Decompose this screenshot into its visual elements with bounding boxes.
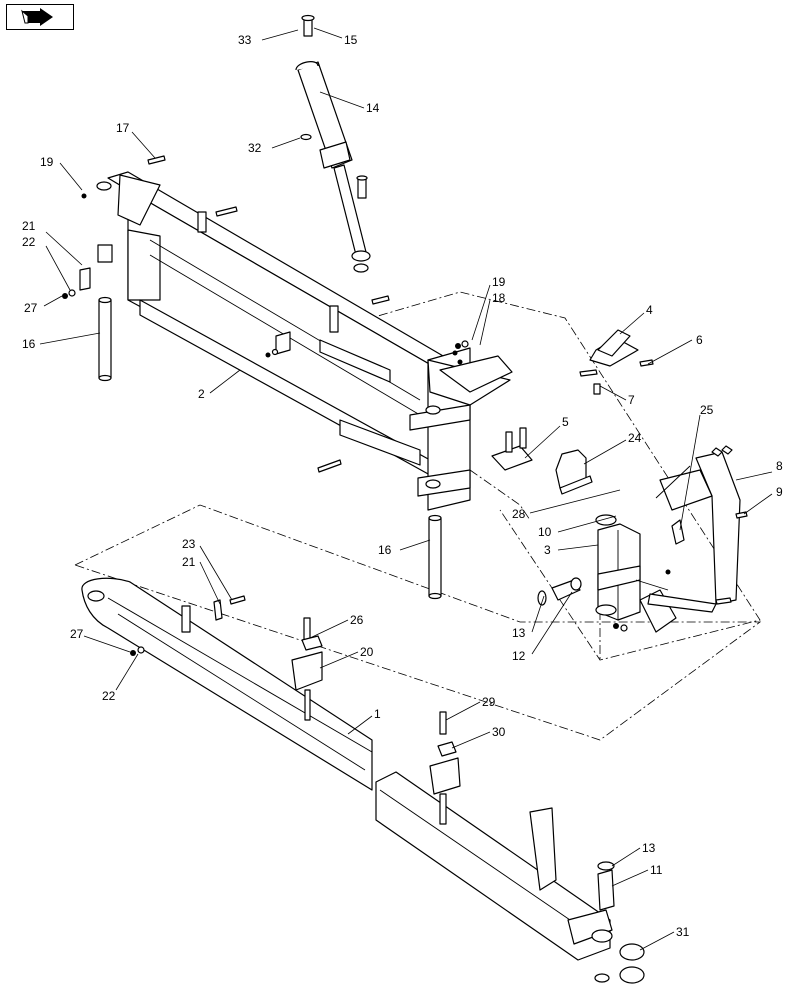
- pivot-bracket: [537, 514, 641, 621]
- clamp-left: [291, 617, 323, 721]
- callout-18: 18: [492, 291, 506, 305]
- hydraulic-cylinder: [295, 14, 371, 273]
- callout-27: 27: [24, 301, 38, 315]
- assembly-lines: [74, 291, 762, 741]
- page-turn-arrow-icon: [21, 8, 53, 26]
- callout-30: 30: [492, 725, 506, 739]
- callout-22: 22: [22, 235, 36, 249]
- callout-22: 22: [102, 689, 116, 703]
- callout-13: 13: [642, 841, 656, 855]
- callout-28: 28: [512, 507, 526, 521]
- right-bracket-assembly: [452, 329, 654, 495]
- leader-lines: [39, 27, 773, 951]
- pivot-pins: [97, 244, 442, 600]
- callout-25: 25: [700, 403, 714, 417]
- callout-1: 1: [374, 707, 381, 721]
- callout-8: 8: [776, 459, 783, 473]
- callout-5: 5: [562, 415, 569, 429]
- callout-4: 4: [646, 303, 653, 317]
- callout-21: 21: [22, 219, 36, 233]
- callout-24: 24: [628, 431, 642, 445]
- callout-32: 32: [248, 141, 262, 155]
- callout-21: 21: [182, 555, 196, 569]
- callout-26: 26: [350, 613, 364, 627]
- callout-33: 33: [238, 33, 252, 47]
- callout-19: 19: [40, 155, 54, 169]
- mount-bracket: [613, 445, 748, 633]
- boom-section-left: [81, 577, 373, 791]
- callout-3: 3: [544, 543, 551, 557]
- callout-9: 9: [776, 485, 783, 499]
- callout-29: 29: [482, 695, 496, 709]
- callout-16: 16: [378, 543, 392, 557]
- callout-labels: 33 15 14 32 17 19 21 22 27 16 2 19 18 4 …: [22, 33, 783, 939]
- callout-6: 6: [696, 333, 703, 347]
- left-bracket-hardware: [62, 155, 390, 473]
- nav-button[interactable]: [6, 4, 74, 30]
- callout-15: 15: [344, 33, 358, 47]
- callout-19: 19: [492, 275, 506, 289]
- callout-14: 14: [366, 101, 380, 115]
- main-frame: [96, 171, 513, 511]
- callout-17: 17: [116, 121, 130, 135]
- callout-10: 10: [538, 525, 552, 539]
- callout-23: 23: [182, 537, 196, 551]
- callout-20: 20: [360, 645, 374, 659]
- callout-27: 27: [70, 627, 84, 641]
- callout-7: 7: [628, 393, 635, 407]
- callout-31: 31: [676, 925, 690, 939]
- callout-16: 16: [22, 337, 36, 351]
- callout-11: 11: [650, 863, 663, 877]
- callout-2: 2: [198, 387, 205, 401]
- callout-13: 13: [512, 626, 526, 640]
- callout-12: 12: [512, 649, 526, 663]
- boom-section-right: [375, 711, 645, 984]
